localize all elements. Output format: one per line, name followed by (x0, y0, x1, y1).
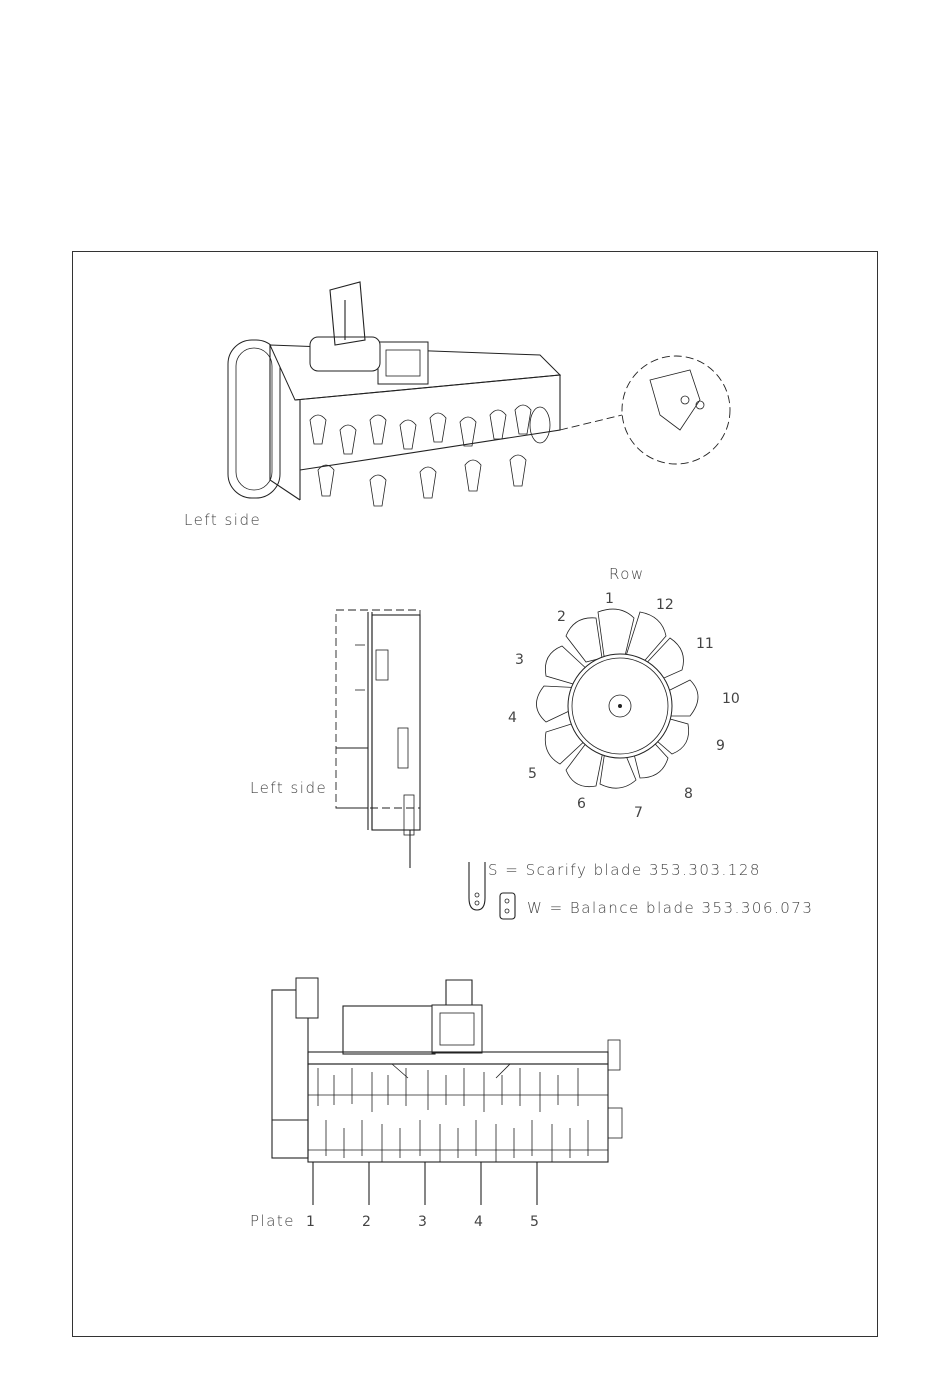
row-number: 9 (716, 738, 725, 754)
side-view (336, 610, 420, 868)
row-number: 10 (722, 691, 740, 707)
left-side-label-mid: Left side (250, 779, 327, 797)
front-view (272, 978, 622, 1205)
row-title: Row (609, 565, 645, 583)
legend-scarify: S = Scarify blade 353.303.128 (488, 861, 761, 879)
scarify-blade-symbol (469, 862, 485, 910)
isometric-machine-view (228, 282, 730, 506)
row-number: 7 (634, 805, 643, 821)
rotor-diagram (536, 609, 698, 788)
plate-numbers: 1 2 3 4 5 (306, 1214, 539, 1230)
legend-balance: W = Balance blade 353.306.073 (527, 899, 813, 917)
row-number: 2 (557, 609, 566, 625)
row-number: 12 (656, 597, 674, 613)
plate-number: 3 (418, 1214, 427, 1230)
plate-prefix-label: Plate (250, 1212, 295, 1230)
balance-blade-symbol (500, 893, 515, 919)
plate-number: 5 (530, 1214, 539, 1230)
plate-number: 2 (362, 1214, 371, 1230)
row-number: 8 (684, 786, 693, 802)
row-number: 6 (577, 796, 586, 812)
row-number: 3 (515, 652, 524, 668)
plate-number: 4 (474, 1214, 483, 1230)
row-number: 1 (605, 591, 614, 607)
row-number: 11 (696, 636, 714, 652)
row-number: 4 (508, 710, 517, 726)
left-side-label-top: Left side (184, 511, 261, 529)
row-number: 5 (528, 766, 537, 782)
plate-number: 1 (306, 1214, 315, 1230)
